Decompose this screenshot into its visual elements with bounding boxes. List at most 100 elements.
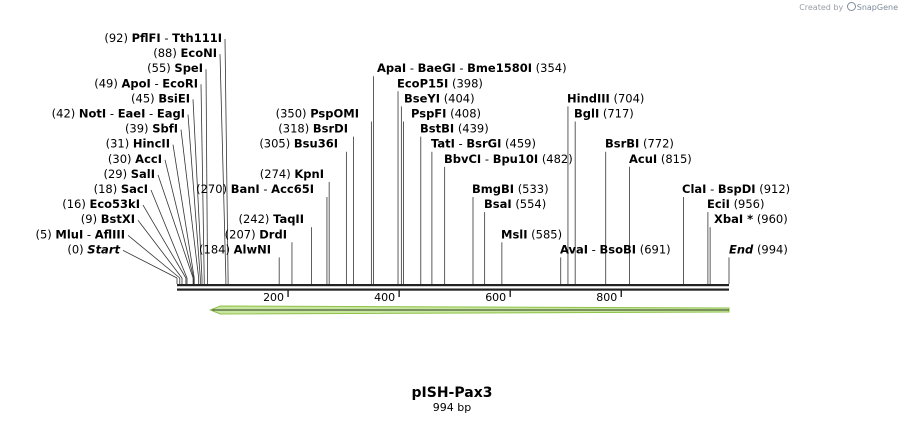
site-separator: - — [145, 107, 156, 121]
site-position: (305) — [259, 137, 290, 151]
site-position: (0) — [67, 242, 83, 256]
snapgene-logo-icon — [846, 2, 856, 11]
enzyme-name: BaeGI — [418, 61, 456, 75]
site-separator: - — [588, 242, 599, 256]
site-label[interactable]: (45) BsiEI — [131, 91, 190, 105]
enzyme-name: Eco53kI — [89, 197, 140, 211]
site-label[interactable]: XbaI * (960) — [714, 212, 788, 226]
site-label[interactable]: PspFI (408) — [411, 107, 481, 121]
enzyme-name: AlwNI — [234, 242, 271, 256]
site-label[interactable]: BsaI (554) — [484, 197, 546, 211]
site-label[interactable]: (305) Bsu36I — [259, 137, 338, 151]
enzyme-name: BsrGI — [466, 137, 501, 151]
enzyme-name: End — [729, 242, 754, 256]
enzyme-name: TaqII — [273, 212, 304, 226]
enzyme-name: ClaI — [682, 182, 706, 196]
enzyme-name: BsiEI — [158, 91, 190, 105]
site-label[interactable]: MslI (585) — [501, 227, 562, 241]
site-leader-line — [142, 204, 187, 279]
site-position: (459) — [505, 137, 536, 151]
enzyme-name: AcuI — [629, 152, 657, 166]
site-separator: - — [455, 137, 466, 151]
site-label[interactable]: (30) AccI — [108, 152, 162, 166]
enzyme-name: EagI — [157, 107, 185, 121]
tick-label: 800 — [596, 291, 617, 304]
enzyme-name: KpnI — [294, 167, 324, 181]
site-label[interactable]: AvaI - BsoBI (691) — [560, 242, 671, 256]
site-leader-line — [205, 69, 208, 279]
credit-text: Created by — [799, 3, 844, 12]
site-label[interactable]: EcoP15I (398) — [397, 76, 483, 90]
site-leader-line — [180, 129, 200, 279]
backbone-top-line — [177, 284, 729, 287]
enzyme-name: NotI — [79, 107, 106, 121]
enzyme-name: MslI — [501, 227, 528, 241]
site-label[interactable]: (39) SbfI — [125, 122, 178, 136]
site-label[interactable]: (49) ApoI - EcoRI — [94, 76, 198, 90]
site-position: (717) — [603, 107, 634, 121]
site-label[interactable]: (55) SpeI — [147, 61, 203, 75]
site-leader-line — [224, 38, 229, 279]
enzyme-name: ApaI — [377, 61, 406, 75]
site-label[interactable]: (18) SacI — [94, 182, 148, 196]
sequence-backbone — [177, 284, 729, 291]
site-separator: - — [106, 107, 117, 121]
site-label[interactable]: ClaI - BspDI (912) — [682, 182, 790, 196]
site-label[interactable]: (318) BsrDI — [278, 122, 348, 136]
site-label[interactable]: (350) PspOMI — [276, 107, 359, 121]
site-label[interactable]: (184) AlwNI — [199, 242, 271, 256]
site-label[interactable]: BglI (717) — [574, 107, 634, 121]
site-label[interactable]: EciI (956) — [707, 197, 765, 211]
site-separator: - — [151, 76, 162, 90]
site-label[interactable]: ApaI - BaeGI - Bme1580I (354) — [377, 61, 567, 75]
feature-arrow[interactable] — [208, 305, 730, 315]
site-label[interactable]: (88) EcoNI — [153, 46, 217, 60]
site-label[interactable]: (9) BstXI — [81, 212, 135, 226]
site-label[interactable]: (31) HincII — [106, 137, 170, 151]
site-label[interactable]: BseYI (404) — [404, 91, 475, 105]
tick-label: 400 — [374, 291, 395, 304]
site-label[interactable]: (5) MluI - AflIII — [35, 227, 125, 241]
enzyme-name: BstBI — [420, 122, 454, 136]
site-position: (270) — [196, 182, 227, 196]
site-position: (815) — [661, 152, 692, 166]
site-label[interactable]: HindIII (704) — [567, 91, 644, 105]
snapgene-credit: Created by SnapGene — [799, 2, 898, 12]
enzyme-name: BstXI — [101, 212, 135, 226]
enzyme-name: Start — [87, 242, 120, 256]
enzyme-name: DrdI — [259, 227, 287, 241]
enzyme-name: AflIII — [95, 227, 125, 241]
enzyme-name: XbaI * — [714, 212, 753, 226]
site-label[interactable]: (42) NotI - EaeI - EagI — [52, 107, 185, 121]
site-position: (318) — [278, 122, 309, 136]
site-label[interactable]: (207) DrdI — [225, 227, 287, 241]
site-position: (92) — [104, 31, 128, 45]
enzyme-name: BglI — [574, 107, 599, 121]
site-label[interactable]: AcuI (815) — [629, 152, 692, 166]
site-position: (16) — [62, 197, 86, 211]
site-label[interactable]: End (994) — [729, 242, 788, 256]
site-label[interactable]: (16) Eco53kI — [62, 197, 140, 211]
site-leader-line — [187, 114, 201, 279]
site-label[interactable]: (92) PflFI - Tth111I — [104, 31, 222, 45]
enzyme-name: Bsu36I — [294, 137, 338, 151]
site-label[interactable]: BstBI (439) — [420, 122, 489, 136]
enzyme-name: Bme1580I — [467, 61, 532, 75]
enzyme-name: SbfI — [152, 122, 178, 136]
site-leader-line — [219, 54, 227, 279]
site-label[interactable]: BsrBI (772) — [605, 137, 674, 151]
site-label[interactable]: TatI - BsrGI (459) — [431, 137, 536, 151]
site-label[interactable]: (29) SalI — [103, 167, 155, 181]
site-position: (42) — [52, 107, 76, 121]
site-label[interactable]: (0) Start — [67, 242, 120, 256]
site-label[interactable]: (274) KpnI — [260, 167, 324, 181]
site-position: (408) — [450, 107, 481, 121]
site-position: (354) — [536, 61, 567, 75]
site-leader-line — [137, 219, 183, 279]
site-label[interactable]: BbvCI - Bpu10I (482) — [444, 152, 573, 166]
enzyme-name: BsrBI — [605, 137, 639, 151]
site-label[interactable]: BmgBI (533) — [472, 182, 549, 196]
site-position: (772) — [643, 137, 674, 151]
site-label[interactable]: (270) BanI - Acc65I — [196, 182, 314, 196]
site-label[interactable]: (242) TaqII — [238, 212, 304, 226]
